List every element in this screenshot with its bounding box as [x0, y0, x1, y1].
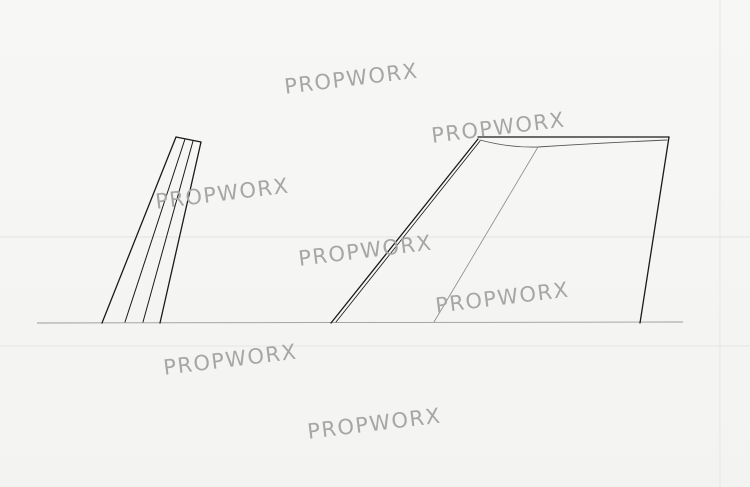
slanted-post-sketch: [101, 136, 202, 324]
panel-slope-edge: [330, 138, 479, 324]
panel-top-curve: [479, 139, 668, 148]
post-top-edge: [175, 136, 202, 143]
trapezoid-panel-sketch: [330, 136, 670, 324]
panel-slope-edge-double: [335, 140, 481, 323]
post-strip-line-1: [124, 138, 186, 323]
post-right-edge: [159, 141, 202, 324]
panel-inner-guide: [433, 146, 539, 323]
post-left-edge: [101, 136, 177, 324]
post-strip-line-2: [142, 140, 194, 323]
ground-line: [36, 321, 684, 324]
panel-right-edge: [639, 136, 670, 324]
